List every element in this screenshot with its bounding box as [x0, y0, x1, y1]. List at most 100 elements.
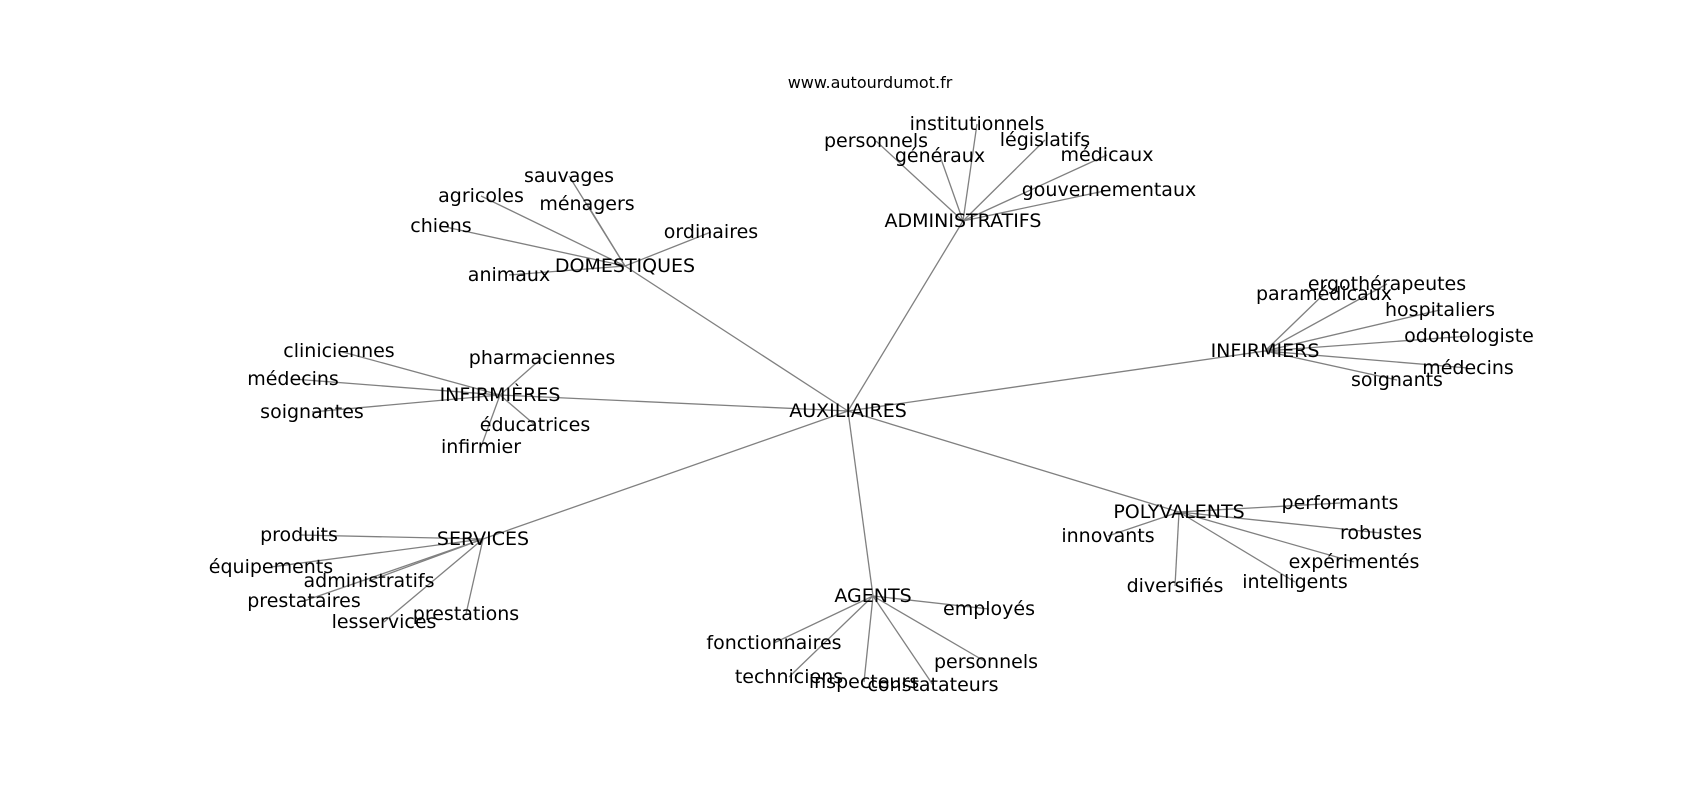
leaf-node-agt-techniciens: techniciens — [735, 666, 843, 688]
leaf-node-adm-institutionnels: institutionnels — [910, 113, 1045, 135]
edge-polyvalents-pol-intelligents — [1178, 511, 1296, 583]
edge-infirmiers-iers-ergotherapeutes — [1264, 283, 1388, 352]
leaf-node-adm-gouvernementaux: gouvernementaux — [1022, 179, 1197, 201]
leaf-node-srv-produits: produits — [260, 524, 338, 546]
leaf-node-dom-chiens: chiens — [410, 215, 471, 237]
edge-polyvalents-pol-innovants — [1107, 511, 1180, 537]
edge-infirmieres-ies-educatrices — [499, 394, 536, 426]
leaf-node-iers-hospitaliers: hospitaliers — [1385, 299, 1495, 321]
edge-administratifs-adm-legislatifs — [962, 139, 1046, 222]
hub-node-administratifs: ADMINISTRATIFS — [885, 210, 1042, 232]
edge-auxiliaires-domestiques — [624, 265, 849, 412]
leaf-node-iers-odontologiste: odontologiste — [1404, 325, 1534, 347]
hub-node-domestiques: DOMESTIQUES — [555, 255, 695, 277]
edge-infirmiers-iers-odontologiste — [1264, 335, 1470, 352]
edge-auxiliaires-infirmiers — [847, 350, 1266, 412]
leaf-node-dom-ordinaires: ordinaires — [664, 221, 758, 243]
edge-administratifs-adm-personnels — [875, 140, 964, 222]
leaf-node-dom-sauvages: sauvages — [524, 165, 614, 187]
leaf-node-pol-diversifies: diversifiés — [1127, 575, 1224, 597]
leaf-node-adm-medicaux: médicaux — [1061, 144, 1154, 166]
edge-administratifs-adm-gouvernementaux — [962, 189, 1110, 222]
leaf-node-ies-soignantes: soignantes — [260, 401, 364, 423]
edge-auxiliaires-agents — [847, 410, 874, 597]
edge-polyvalents-pol-diversifies — [1174, 511, 1180, 587]
leaf-node-srv-equipements: équipements — [209, 556, 333, 578]
edge-infirmiers-iers-hospitaliers — [1264, 309, 1441, 352]
leaf-node-pol-experimentes: expérimentés — [1289, 551, 1420, 573]
edge-polyvalents-pol-experimentes — [1178, 511, 1355, 563]
leaf-node-agt-employes: employés — [943, 598, 1035, 620]
edge-domestiques-dom-agricoles — [480, 195, 626, 267]
edge-infirmiers-iers-medecins — [1264, 350, 1469, 369]
leaf-node-iers-ergotherapeutes: ergothérapeutes — [1308, 273, 1466, 295]
leaf-node-adm-legislatifs: législatifs — [1000, 129, 1090, 151]
edge-infirmieres-ies-cliniciennes — [338, 350, 501, 396]
edge-auxiliaires-administratifs — [847, 220, 964, 412]
edge-infirmieres-ies-medecins — [292, 378, 501, 396]
leaf-node-adm-generaux: généraux — [895, 145, 985, 167]
leaf-node-agt-constatateurs: constatateurs — [867, 674, 998, 696]
edge-polyvalents-pol-performants — [1178, 502, 1341, 513]
edge-infirmiers-iers-soignants — [1264, 350, 1398, 381]
leaf-node-dom-animaux: animaux — [468, 264, 550, 286]
edge-domestiques-dom-ordinaires — [624, 231, 712, 267]
leaf-node-dom-agricoles: agricoles — [438, 185, 524, 207]
edge-services-srv-prestations — [465, 538, 484, 615]
edge-infirmieres-ies-infirmier — [480, 394, 501, 448]
edge-services-srv-prestataires — [303, 538, 484, 602]
edge-agents-agt-inspecteurs — [863, 595, 874, 683]
leaf-node-ies-cliniciennes: cliniciennes — [283, 340, 394, 362]
edge-infirmieres-ies-soignantes — [311, 394, 501, 413]
leaf-node-agt-fonctionnaires: fonctionnaires — [706, 632, 841, 654]
leaf-node-agt-inspecteurs: inspecteurs — [809, 671, 919, 693]
edge-agents-agt-employes — [872, 595, 990, 610]
leaf-node-pol-intelligents: intelligents — [1242, 571, 1347, 593]
edge-agents-agt-techniciens — [788, 595, 874, 678]
edge-polyvalents-pol-robustes — [1178, 511, 1382, 534]
leaf-node-ies-medecins: médecins — [247, 368, 339, 390]
edge-auxiliaires-polyvalents — [847, 410, 1180, 513]
graph-nodes: AUXILIAIRES ADMINISTRATIFS DOMESTIQUES INFI… — [209, 113, 1534, 696]
edge-domestiques-dom-menagers — [586, 203, 626, 267]
hub-node-infirmiers: INFIRMIERS — [1211, 340, 1320, 362]
leaf-node-pol-performants: performants — [1282, 492, 1399, 514]
graph-edges — [270, 123, 1470, 686]
leaf-node-iers-medecins: médecins — [1422, 357, 1514, 379]
edge-domestiques-dom-chiens — [440, 225, 626, 267]
edge-services-srv-lesservices — [383, 538, 484, 623]
edge-infirmieres-ies-pharmaciennes — [499, 357, 543, 396]
leaf-node-srv-administratifs: administratifs — [304, 570, 435, 592]
edge-auxiliaires-services — [482, 410, 849, 540]
hub-node-infirmieres: INFIRMIÈRES — [440, 383, 561, 406]
edge-agents-agt-constatateurs — [872, 595, 934, 686]
edge-administratifs-adm-generaux — [939, 155, 964, 222]
edge-agents-agt-personnels — [872, 595, 987, 663]
edge-services-srv-produits — [298, 534, 484, 540]
leaf-node-ies-educatrices: éducatrices — [480, 414, 590, 436]
edge-auxiliaires-infirmieres — [499, 394, 849, 412]
edge-domestiques-dom-animaux — [508, 265, 626, 276]
leaf-node-pol-robustes: robustes — [1340, 522, 1422, 544]
leaf-node-agt-personnels: personnels — [934, 651, 1038, 673]
leaf-node-srv-prestataires: prestataires — [247, 590, 361, 612]
leaf-node-iers-paramedicaux: paramédicaux — [1256, 283, 1392, 305]
hub-node-polyvalents: POLYVALENTS — [1113, 501, 1244, 523]
edge-infirmiers-iers-paramedicaux — [1264, 293, 1325, 352]
edge-services-srv-equipements — [270, 538, 484, 568]
leaf-node-iers-soignants: soignants — [1351, 369, 1443, 391]
leaf-node-pol-innovants: innovants — [1061, 525, 1154, 547]
leaf-node-srv-prestations: prestations — [413, 603, 519, 625]
site-url-label: www.autourdumot.fr — [788, 73, 953, 92]
hub-node-services: SERVICES — [437, 528, 529, 550]
leaf-node-adm-personnels: personnels — [824, 130, 928, 152]
hub-node-agents: AGENTS — [834, 585, 911, 607]
leaf-node-ies-infirmier: infirmier — [441, 436, 521, 458]
hub-node-auxiliaires: AUXILIAIRES — [789, 400, 907, 422]
edge-administratifs-adm-institutionnels — [962, 123, 978, 222]
edge-agents-agt-fonctionnaires — [773, 595, 874, 644]
leaf-node-srv-lesservices: lesservices — [332, 611, 437, 633]
leaf-node-ies-pharmaciennes: pharmaciennes — [469, 347, 615, 369]
edge-administratifs-adm-medicaux — [962, 154, 1108, 222]
